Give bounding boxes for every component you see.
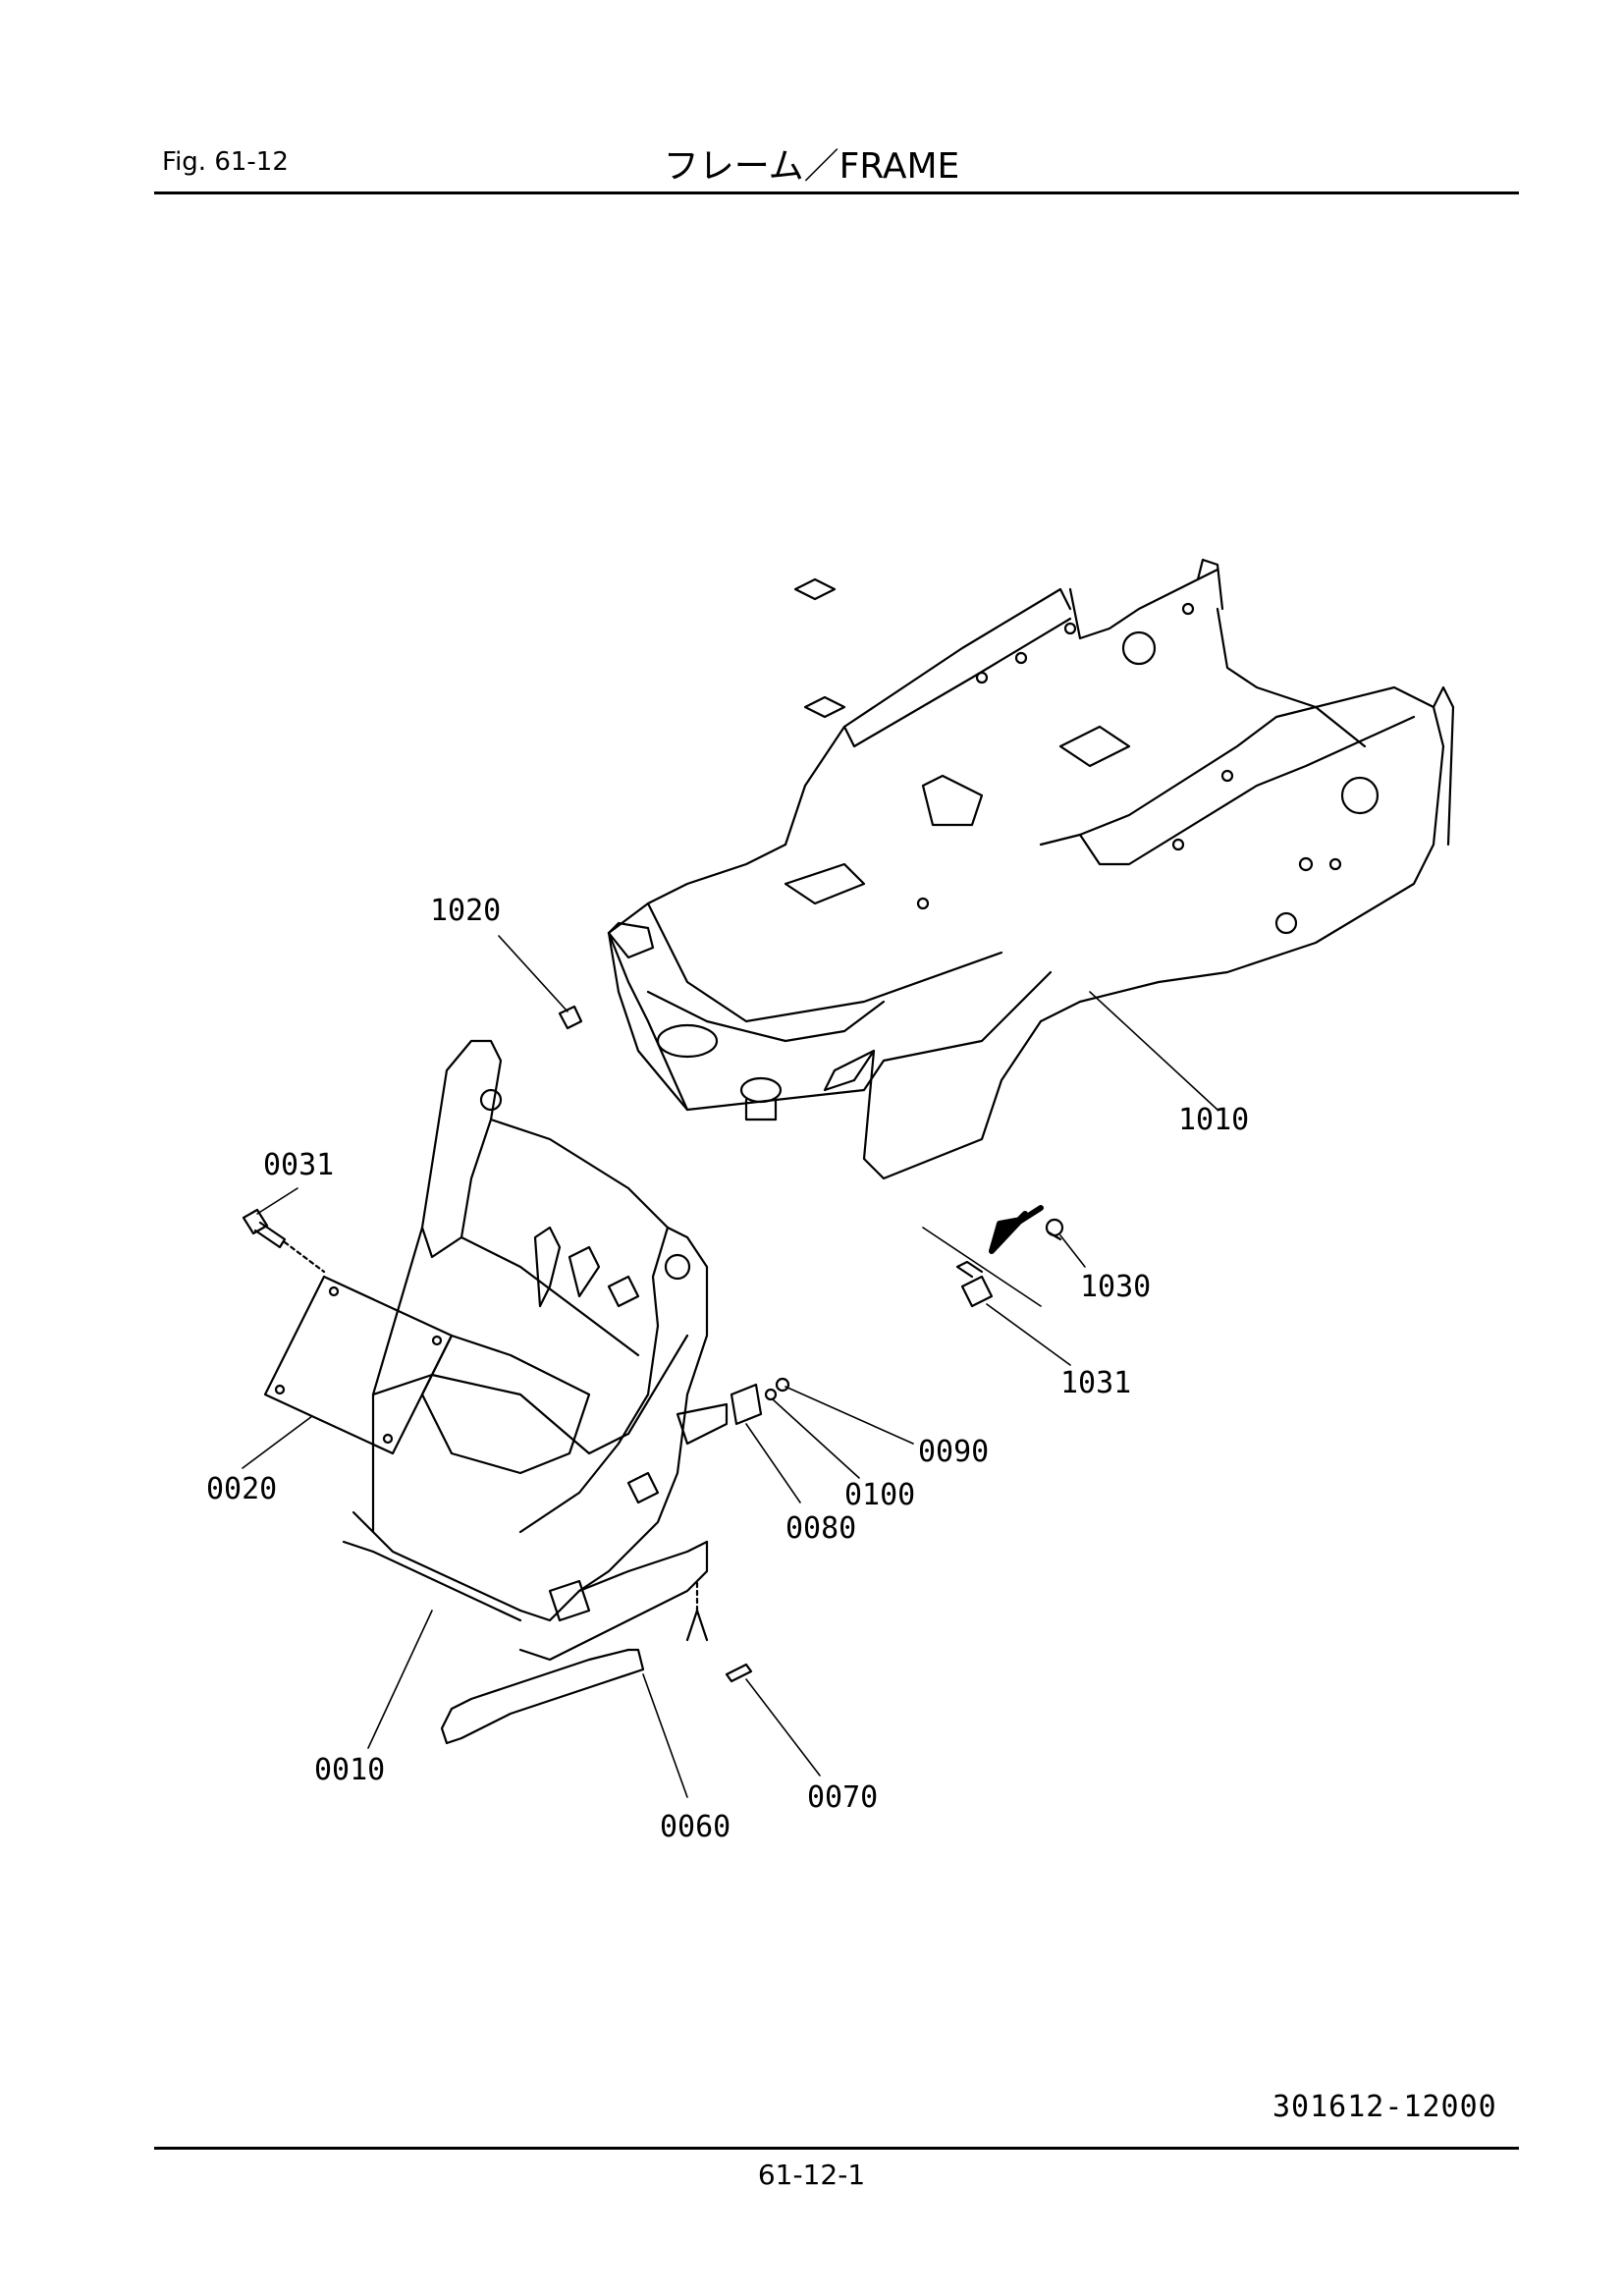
bolt-1031 [955, 1260, 994, 1308]
bolt-0031 [242, 1208, 326, 1274]
split-pin-0070 [725, 1663, 753, 1683]
grease-fitting-1020 [558, 1005, 583, 1030]
callout-0100: 0100 [844, 1478, 915, 1512]
callout-1031: 1031 [1060, 1366, 1131, 1400]
drawing-number: 301612-12000 [1272, 2090, 1497, 2124]
leader-lines [242, 935, 1218, 1798]
callout-0010: 0010 [314, 1753, 385, 1787]
callout-1030: 1030 [1080, 1270, 1151, 1304]
footer-rule [154, 2147, 1519, 2150]
bolt-1030 [1045, 1218, 1064, 1241]
callout-0080: 0080 [785, 1511, 856, 1546]
header-rule [154, 191, 1519, 194]
page-number: 61-12-1 [757, 2159, 866, 2191]
front-swing-bracket [342, 1039, 729, 1662]
direction-arrow-icon [989, 1205, 1044, 1254]
callout-0070: 0070 [807, 1780, 878, 1815]
small-parts [730, 1377, 790, 1426]
callout-0090: 0090 [918, 1435, 989, 1469]
figure-label: Fig. 61-12 [162, 147, 289, 177]
callout-0020: 0020 [206, 1472, 277, 1506]
main-frame [607, 558, 1455, 1180]
callout-1020: 1020 [430, 894, 501, 928]
callout-0031: 0031 [263, 1148, 334, 1182]
callout-0060: 0060 [660, 1810, 730, 1844]
callout-1010: 1010 [1178, 1103, 1249, 1137]
pin-0060 [440, 1579, 709, 1745]
page-title: フレーム／FRAME [663, 146, 960, 187]
cover-plate [263, 1275, 454, 1455]
